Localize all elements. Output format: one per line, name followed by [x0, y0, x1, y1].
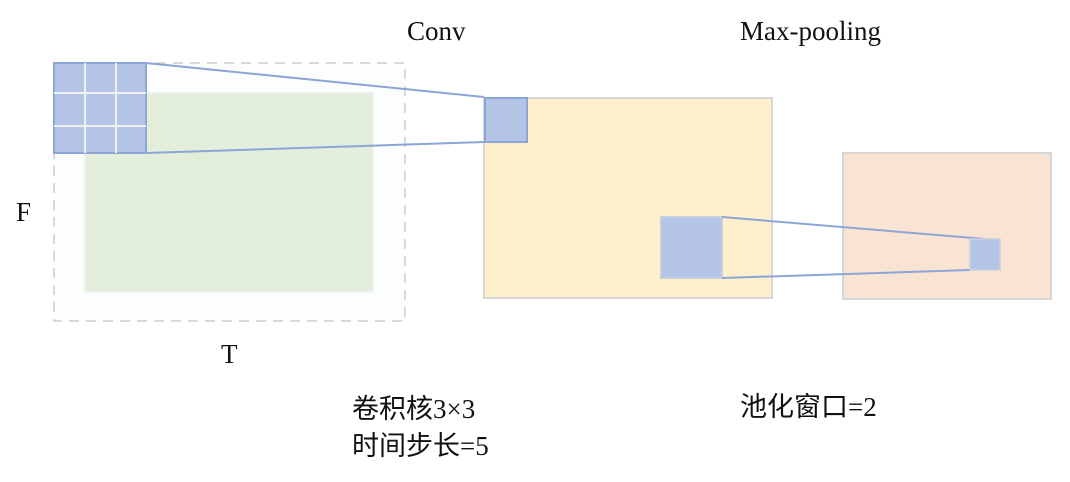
conv-kernel-caption: 卷积核3×3 — [352, 394, 476, 424]
conv-title: Conv — [407, 16, 466, 46]
pooled-feature-map — [842, 152, 1052, 300]
conv-output-cell — [484, 97, 528, 143]
projection-line — [721, 216, 986, 240]
projection-line — [145, 141, 485, 154]
pooling-window — [660, 216, 723, 279]
conv-stride-caption: 时间步长=5 — [352, 431, 489, 461]
projection-line — [721, 269, 971, 279]
time-axis-label: T — [221, 339, 238, 369]
max-pooling-title: Max-pooling — [740, 16, 881, 46]
conv-kernel-3x3 — [53, 62, 147, 154]
pooled-output-cell — [969, 238, 1001, 271]
conv-feature-map — [483, 97, 773, 299]
projection-line — [145, 62, 485, 98]
pool-window-caption: 池化窗口=2 — [740, 392, 877, 422]
frequency-axis-label: F — [16, 197, 32, 227]
